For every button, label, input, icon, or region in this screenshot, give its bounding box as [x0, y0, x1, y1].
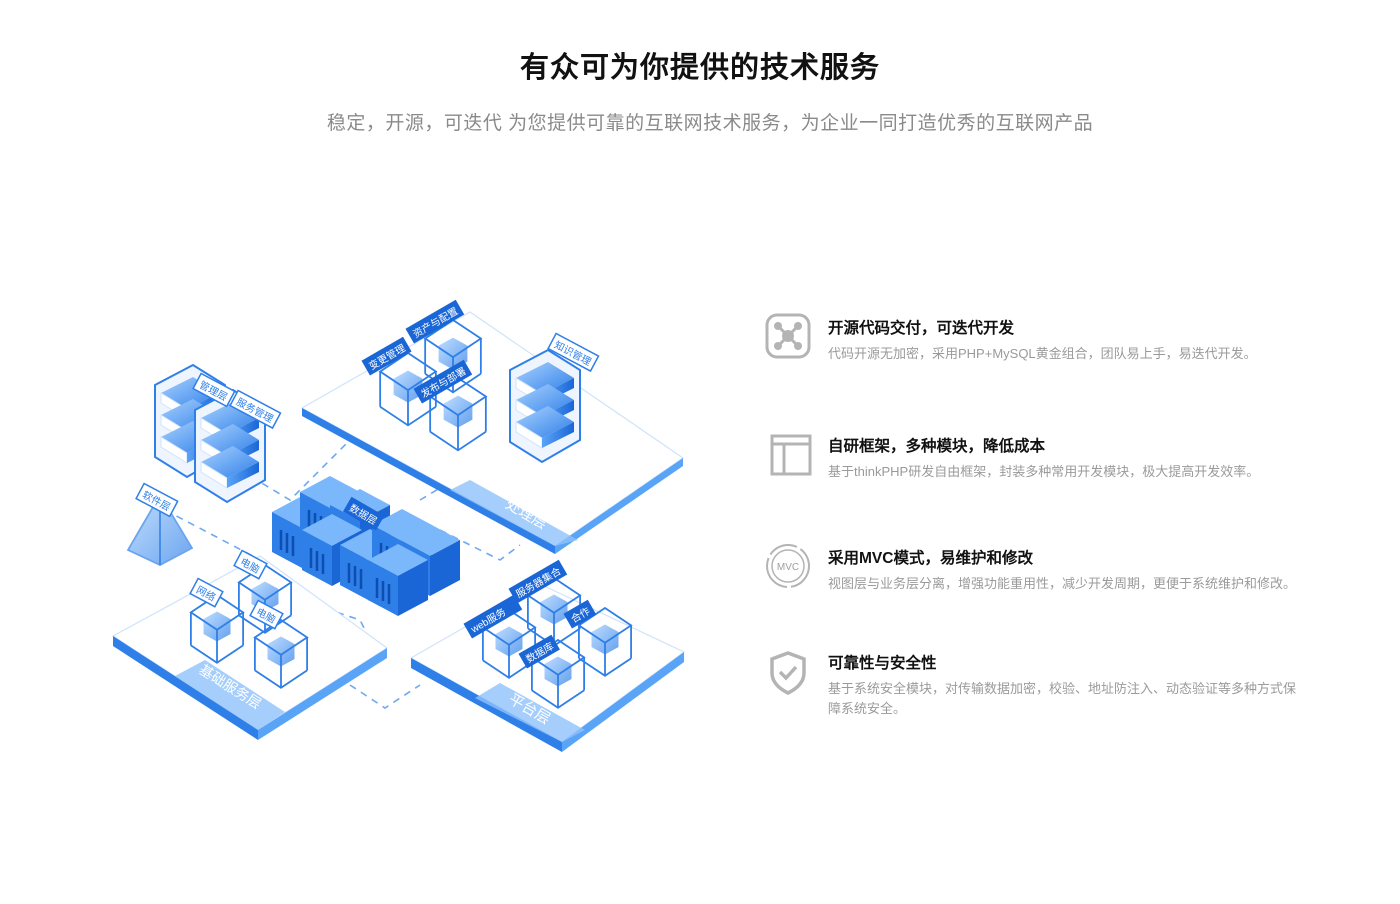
- tag-computer-1: 电脑: [233, 549, 268, 580]
- feature-title: 可靠性与安全性: [828, 655, 937, 672]
- cube-asset-config: [423, 318, 483, 394]
- cube-cooperation: [577, 606, 633, 677]
- page-title: 有众可为你提供的技术服务: [519, 52, 880, 84]
- cube-computer-2: [253, 618, 309, 689]
- cube-change-management: [378, 351, 438, 427]
- network-nodes-icon: [765, 313, 811, 359]
- mvc-icon-text: MVC: [777, 562, 799, 573]
- mvc-icon: MVC: [766, 544, 810, 588]
- platform-infrastructure: [111, 555, 389, 740]
- page-subtitle: 稳定，开源，可迭代 为您提供可靠的互联网技术服务，为企业一同打造优秀的互联网产品: [326, 113, 1094, 134]
- shield-check-icon: [770, 651, 806, 695]
- feature-title: 自研框架，多种模块，降低成本: [828, 438, 1046, 455]
- layout-frame-icon: [770, 434, 812, 476]
- server-knowledge: [509, 348, 581, 464]
- tag-computer-2: 电脑: [249, 599, 284, 630]
- feature-desc: 基于系统安全模块，对传输数据加密，校验、地址防注入、动态验证等多种方式保障系统安…: [828, 681, 1297, 716]
- feature-title: 采用MVC模式，易维护和修改: [828, 550, 1033, 567]
- feature-desc: 视图层与业务层分离，增强功能重用性，减少开发周期，更便于系统维护和修改。: [828, 576, 1297, 591]
- feature-desc: 基于thinkPHP研发自由框架，封装多种常用开发模块，极大提高开发效率。: [828, 464, 1260, 479]
- tag-network: 网络: [189, 577, 224, 608]
- feature-title: 开源代码交付，可迭代开发: [828, 320, 1015, 337]
- platform-processing: [300, 311, 685, 554]
- data-block-7: [368, 544, 428, 616]
- feature-desc: 代码开源无加密，采用PHP+MySQL黄金组合，团队易上手，易迭代开发。: [828, 346, 1257, 361]
- cube-database: [530, 638, 586, 709]
